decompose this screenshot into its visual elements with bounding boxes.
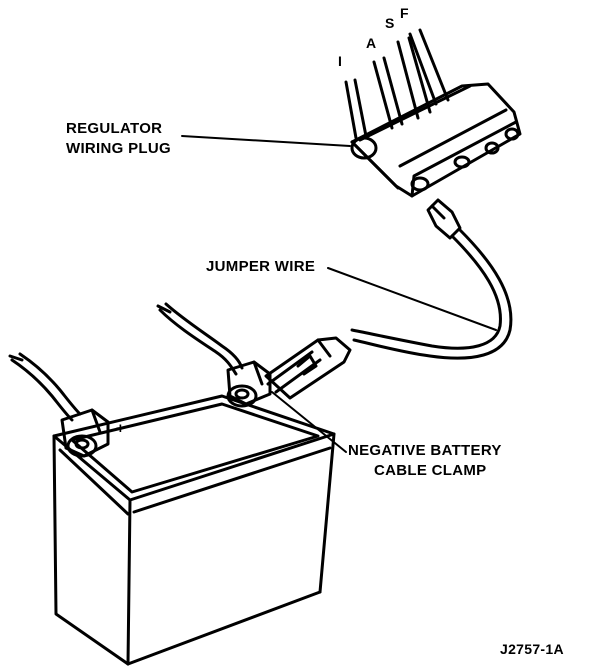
label-terminal-s: S: [385, 15, 395, 31]
regulator-plug: [350, 82, 522, 198]
negative-cable: [156, 302, 244, 376]
label-negative-line2: CABLE CLAMP: [374, 462, 487, 479]
negative-clamp: [226, 360, 272, 408]
leader-regulator-plug: [181, 135, 351, 147]
label-terminal-a: A: [366, 35, 377, 51]
figure-reference-code: J2757-1A: [500, 641, 564, 657]
label-jumper-wire: JUMPER WIRE: [206, 258, 316, 275]
jumper-wire: [350, 228, 513, 360]
label-negative-line1: NEGATIVE BATTERY: [348, 442, 502, 459]
leader-jumper-wire: [327, 267, 497, 331]
jumper-connector-top: [426, 198, 462, 240]
label-positive-mark: +: [116, 420, 126, 437]
label-regulator-line2: WIRING PLUG: [66, 140, 171, 157]
plug-wires: [344, 28, 450, 140]
label-terminal-f: F: [400, 5, 409, 21]
leader-lines: [181, 135, 497, 453]
label-regulator-line1: REGULATOR: [66, 120, 163, 137]
positive-cable: [8, 352, 82, 422]
leader-negative-clamp: [271, 391, 347, 453]
label-terminal-i: I: [338, 53, 343, 69]
battery: [52, 394, 336, 666]
jumper-clip: [264, 336, 352, 400]
